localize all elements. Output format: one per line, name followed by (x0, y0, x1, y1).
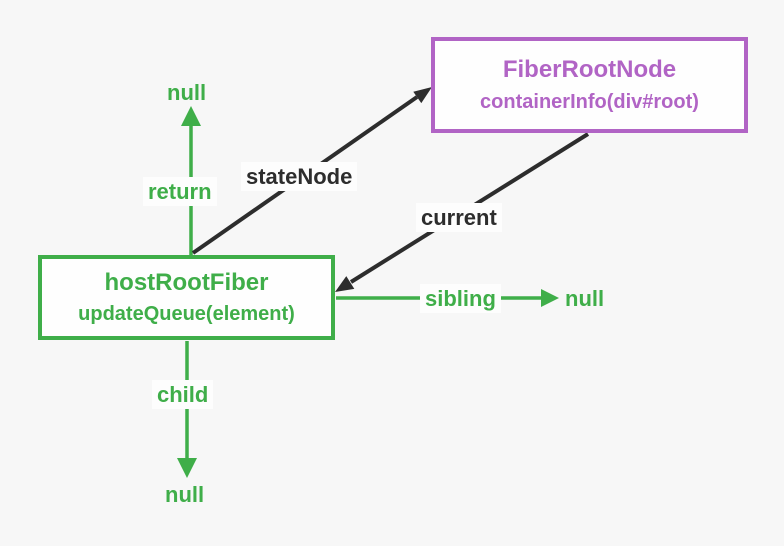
host-root-fiber-node: hostRootFiber updateQueue(element) (38, 255, 335, 340)
fiber-root-node-title: FiberRootNode (502, 56, 677, 84)
child-arrow (177, 341, 197, 478)
sibling-edge-label: sibling (420, 284, 501, 314)
return-edge-label: return (143, 177, 217, 207)
child-null-terminal: null (165, 482, 205, 507)
fiber-root-node-subtitle: containerInfo(div#root) (480, 90, 699, 113)
host-root-fiber-title: hostRootFiber (104, 268, 269, 296)
host-root-fiber-subtitle: updateQueue(element) (78, 303, 295, 326)
return-null-terminal: null (167, 80, 207, 105)
sibling-null-terminal: null (565, 286, 605, 311)
child-edge-label: child (152, 380, 214, 410)
current-edge-label: current (416, 203, 502, 233)
fiber-root-node: FiberRootNode containerInfo(div#root) (431, 37, 748, 133)
state-node-edge-label: stateNode (241, 162, 358, 192)
